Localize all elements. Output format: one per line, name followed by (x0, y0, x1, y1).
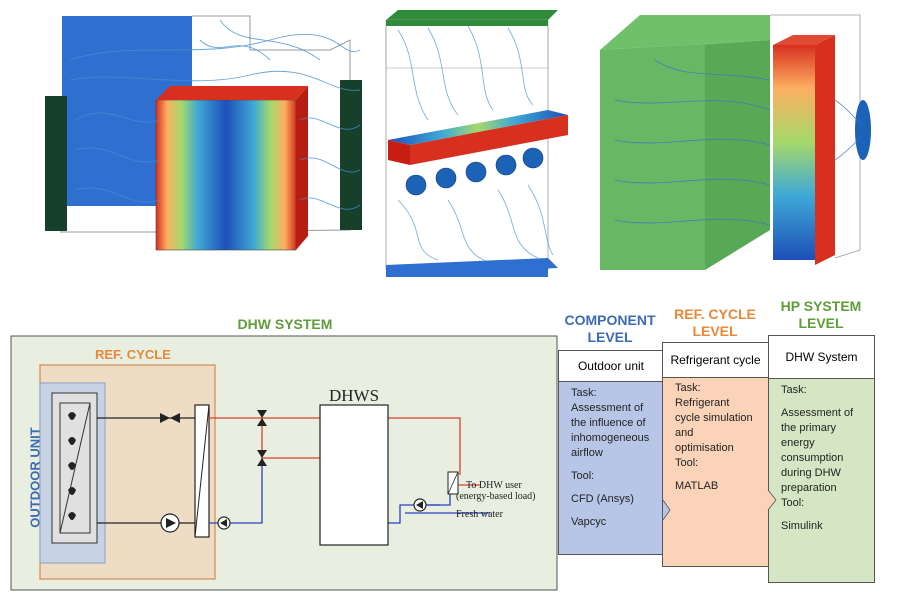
cfd-fan-array-image (385, 10, 568, 277)
to-dhw-user-label: To DHW user (466, 480, 522, 491)
cfd-outdoor-unit-image (45, 15, 362, 251)
ref-cycle-label: REF. CYCLE (95, 347, 171, 362)
dhws-label: DHWS (328, 386, 380, 405)
outdoor-unit-label: OUTDOOR UNIT (27, 427, 43, 528)
dhw-system-title: DHW SYSTEM (237, 316, 333, 332)
energy-load-label: (energy-based load) (456, 491, 536, 502)
fresh-water-label: Fresh water (456, 509, 503, 520)
component-level-title: Outdoor unit (559, 351, 663, 382)
column-connector-arrows (662, 489, 777, 521)
hp-system-level-title: DHW System (769, 336, 874, 379)
dhw-system-diagram (10, 335, 558, 591)
cfd-heat-exchanger-image (600, 14, 871, 270)
ref-cycle-level-title: Refrigerant cycle (663, 343, 768, 378)
